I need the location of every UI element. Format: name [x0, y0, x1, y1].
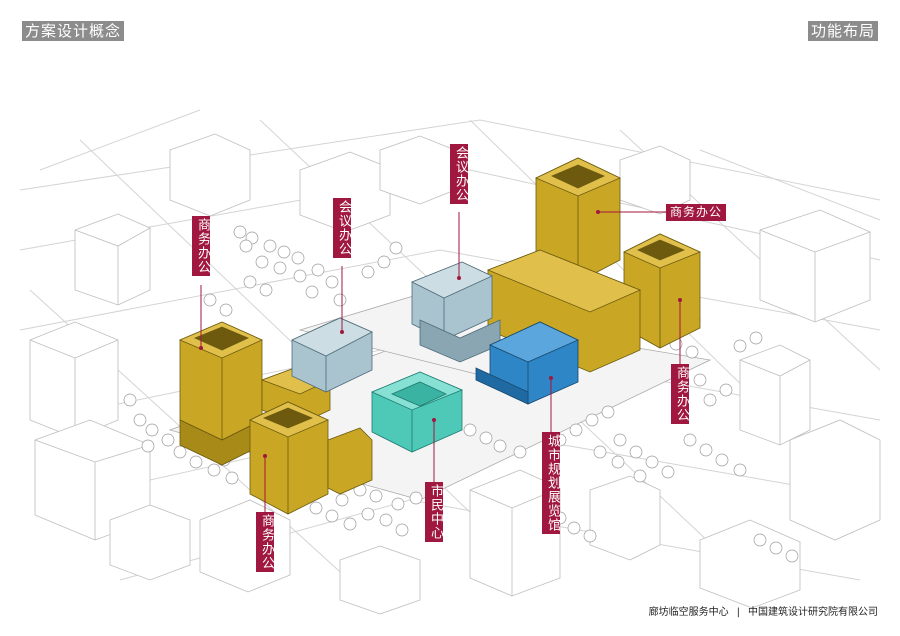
office-tower-top-right [535, 157, 621, 283]
leader-dots [199, 210, 682, 458]
civic-center-building [370, 371, 464, 453]
planning-exhibition-building [475, 321, 579, 405]
label-civic-center: 市民中心 [425, 482, 443, 542]
footer: 廊坊临空服务中心 | 中国建筑设计研究院有限公司 [649, 603, 878, 618]
label-office-bottom: 商务办公 [256, 512, 274, 572]
label-office-top-right: 商务办公 [666, 204, 727, 221]
trees [123, 225, 799, 563]
conference-building-left [291, 317, 373, 393]
office-tower-left [178, 321, 263, 466]
leader-lines [200, 211, 681, 512]
section-title: 功能布局 [807, 21, 878, 41]
footer-company: 中国建筑设计研究院有限公司 [748, 607, 878, 618]
label-planning-exhibition: 城市规划展览馆 [542, 432, 560, 534]
label-office-right: 商务办公 [671, 364, 689, 424]
footer-project: 廊坊临空服务中心 [648, 607, 729, 618]
label-conference-center: 会议办公 [450, 144, 468, 204]
label-conference-left: 会议办公 [333, 198, 351, 258]
page-title: 方案设计概念 [22, 21, 125, 41]
label-office-left: 商务办公 [192, 216, 210, 276]
conference-building-center [411, 261, 501, 363]
office-tower-bottom [249, 401, 373, 515]
office-tower-right [623, 233, 702, 349]
footer-separator: | [736, 607, 740, 618]
